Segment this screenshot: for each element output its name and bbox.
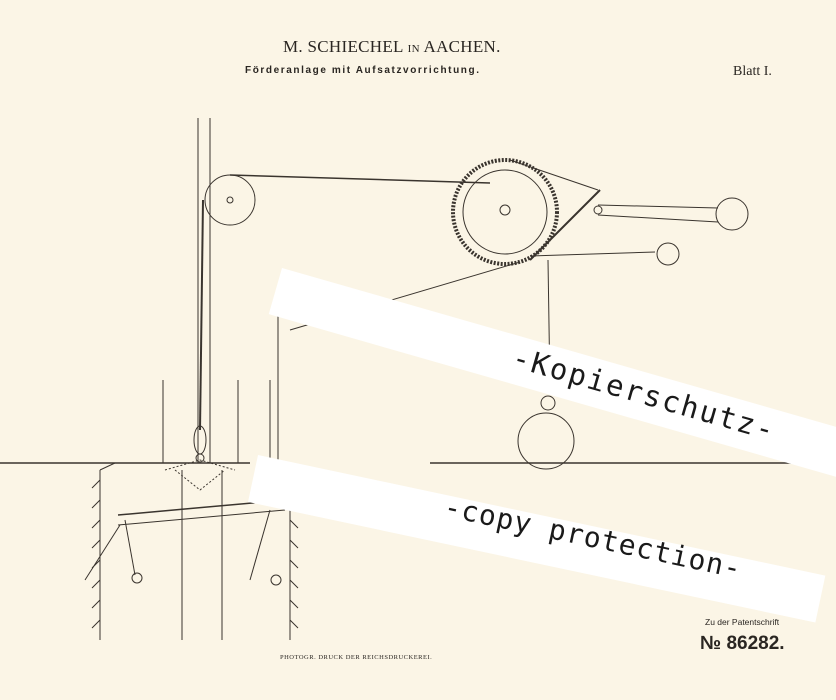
patent-number: № 86282. [700, 633, 785, 654]
ring [195, 453, 205, 463]
rope [199, 199, 204, 431]
counterweight-small [656, 242, 680, 266]
gear-wheel [451, 158, 559, 266]
lever-arm [529, 189, 601, 261]
pulley-axle [226, 196, 234, 204]
beam [117, 509, 286, 526]
pulley-left [204, 174, 256, 226]
rod-M [249, 509, 271, 581]
arm-k-top [597, 204, 719, 209]
lever-q [124, 519, 136, 576]
lever-l [509, 159, 599, 191]
hook [540, 395, 556, 411]
rope-k [229, 174, 491, 184]
sheet-number: Blatt I. [733, 64, 772, 79]
counterweight-right [715, 197, 749, 231]
gear-axle [499, 204, 511, 216]
patent-title: Förderanlage mit Aufsatzvorrichtung. [245, 65, 481, 76]
rod-N [84, 524, 121, 581]
shackle [193, 425, 207, 455]
chains [164, 459, 236, 491]
hanging-weight [517, 412, 575, 470]
pit-walls [0, 462, 291, 640]
weight-x [270, 574, 282, 586]
printer-credit: PHOTOGR. DRUCK DER REICHSDRUCKEREI. [280, 654, 433, 661]
weight-q [131, 572, 143, 584]
pivot [593, 205, 603, 215]
patent-reference-label: Zu der Patentschrift [705, 617, 780, 627]
arm-lower [529, 251, 656, 257]
gear-inner [462, 169, 548, 255]
patent-author: M. SCHIECHEL IN AACHEN. [283, 37, 501, 56]
arm-k-bottom [597, 214, 719, 223]
